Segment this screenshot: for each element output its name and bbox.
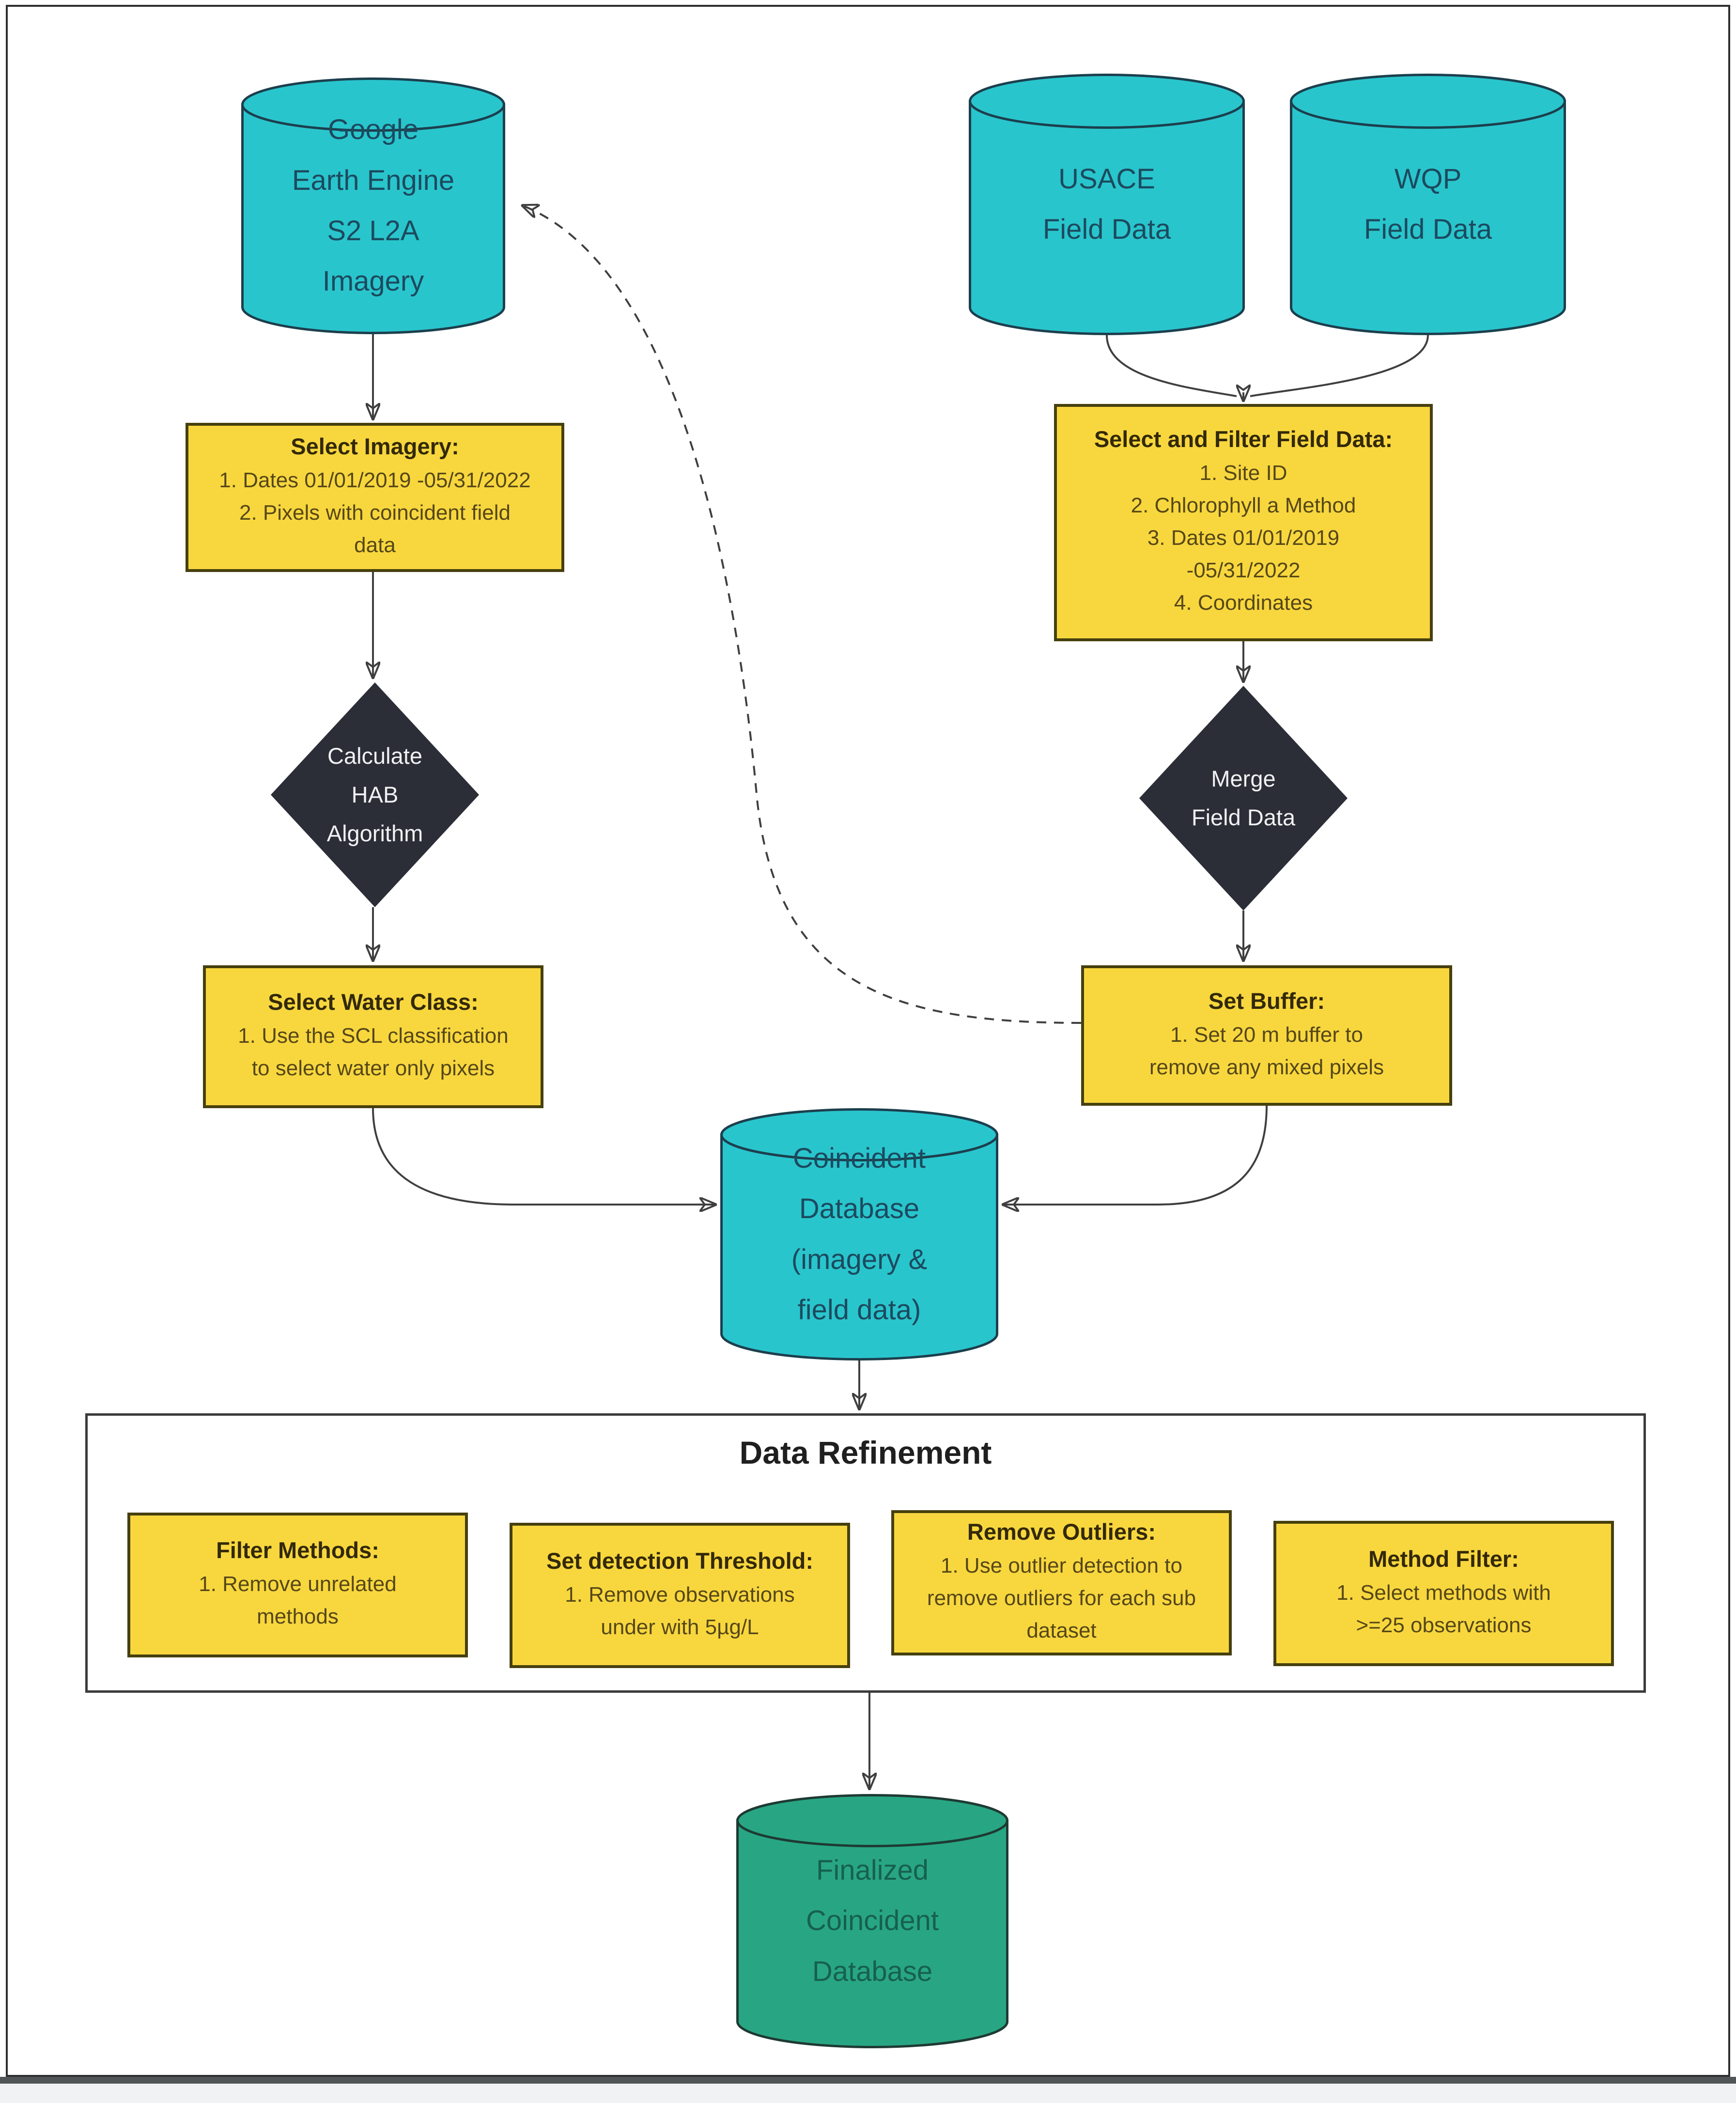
remove-outliers-body: 1. Use outlier detection to remove outli…: [927, 1554, 1196, 1642]
node-usace-field-data-label: USACE Field Data: [1042, 163, 1171, 245]
select-water-class-body: 1. Use the SCL classification to select …: [238, 1024, 509, 1080]
filter-methods-body: 1. Remove unrelated methods: [199, 1572, 397, 1628]
edge-water-class-to-coincident: [372, 1108, 716, 1205]
set-buffer-body: 1. Set 20 m buffer to remove any mixed p…: [1149, 1022, 1384, 1079]
filter-methods-title: Filter Methods:: [216, 1537, 379, 1563]
node-select-water-class-box: Select Water Class: 1. Use the SCL class…: [203, 965, 543, 1108]
node-usace-field-data-cylinder: USACE Field Data: [969, 74, 1245, 335]
set-detection-threshold-title: Set detection Threshold:: [546, 1547, 813, 1574]
node-set-buffer-box: Set Buffer: 1. Set 20 m buffer to remove…: [1081, 965, 1452, 1106]
method-filter-title: Method Filter:: [1368, 1546, 1519, 1572]
node-select-filter-field-data-box: Select and Filter Field Data: 1. Site ID…: [1054, 404, 1433, 641]
edge-wqp-merge-curve: [1250, 335, 1429, 397]
method-filter-body: 1. Select methods with >=25 observations: [1336, 1580, 1551, 1637]
node-wqp-field-data-label: WQP Field Data: [1364, 163, 1492, 245]
calculate-hab-label: Calculate HAB Algorithm: [326, 743, 423, 846]
node-finalized-database-cylinder: Finalized Coincident Database: [736, 1794, 1008, 2048]
data-refinement-title: Data Refinement: [739, 1435, 992, 1470]
select-water-class-title: Select Water Class:: [268, 989, 479, 1015]
finalized-database-label: Finalized Coincident Database: [806, 1854, 939, 1987]
remove-outliers-title: Remove Outliers:: [967, 1519, 1156, 1545]
select-imagery-body: 1. Dates 01/01/2019 -05/31/2022 2. Pixel…: [219, 468, 531, 557]
bottom-gray-strip: [0, 2084, 1736, 2103]
node-google-earth-engine-cylinder: Google Earth Engine S2 L2A Imagery: [241, 77, 505, 334]
node-filter-methods-box: Filter Methods: 1. Remove unrelated meth…: [127, 1513, 468, 1657]
data-refinement-section: Data Refinement Filter Methods: 1. Remov…: [85, 1413, 1646, 1693]
node-set-detection-threshold-box: Set detection Threshold: 1. Remove obser…: [510, 1523, 850, 1668]
merge-field-data-label: Merge Field Data: [1191, 766, 1296, 830]
node-method-filter-box: Method Filter: 1. Select methods with >=…: [1273, 1521, 1614, 1666]
node-wqp-field-data-cylinder: WQP Field Data: [1290, 74, 1566, 335]
coincident-database-label: Coincident Database (imagery & field dat…: [791, 1142, 928, 1326]
node-coincident-database-cylinder: Coincident Database (imagery & field dat…: [720, 1108, 998, 1361]
node-select-imagery-box: Select Imagery: 1. Dates 01/01/2019 -05/…: [186, 423, 564, 572]
set-buffer-title: Set Buffer:: [1208, 988, 1325, 1014]
select-filter-field-data-title: Select and Filter Field Data:: [1094, 426, 1393, 452]
bottom-divider-bar: [0, 2077, 1736, 2084]
node-google-earth-engine-label: Google Earth Engine S2 L2A Imagery: [292, 114, 455, 297]
select-filter-field-data-body: 1. Site ID 2. Chlorophyll a Method 3. Da…: [1131, 461, 1356, 615]
edge-usace-merge-curve: [1106, 335, 1237, 397]
diagram-frame: [6, 5, 1730, 2077]
edge-set-buffer-to-coincident: [1003, 1105, 1268, 1205]
set-detection-threshold-body: 1. Remove observations under with 5µg/L: [565, 1582, 795, 1639]
select-imagery-title: Select Imagery:: [291, 433, 459, 460]
node-remove-outliers-box: Remove Outliers: 1. Use outlier detectio…: [891, 1510, 1232, 1655]
